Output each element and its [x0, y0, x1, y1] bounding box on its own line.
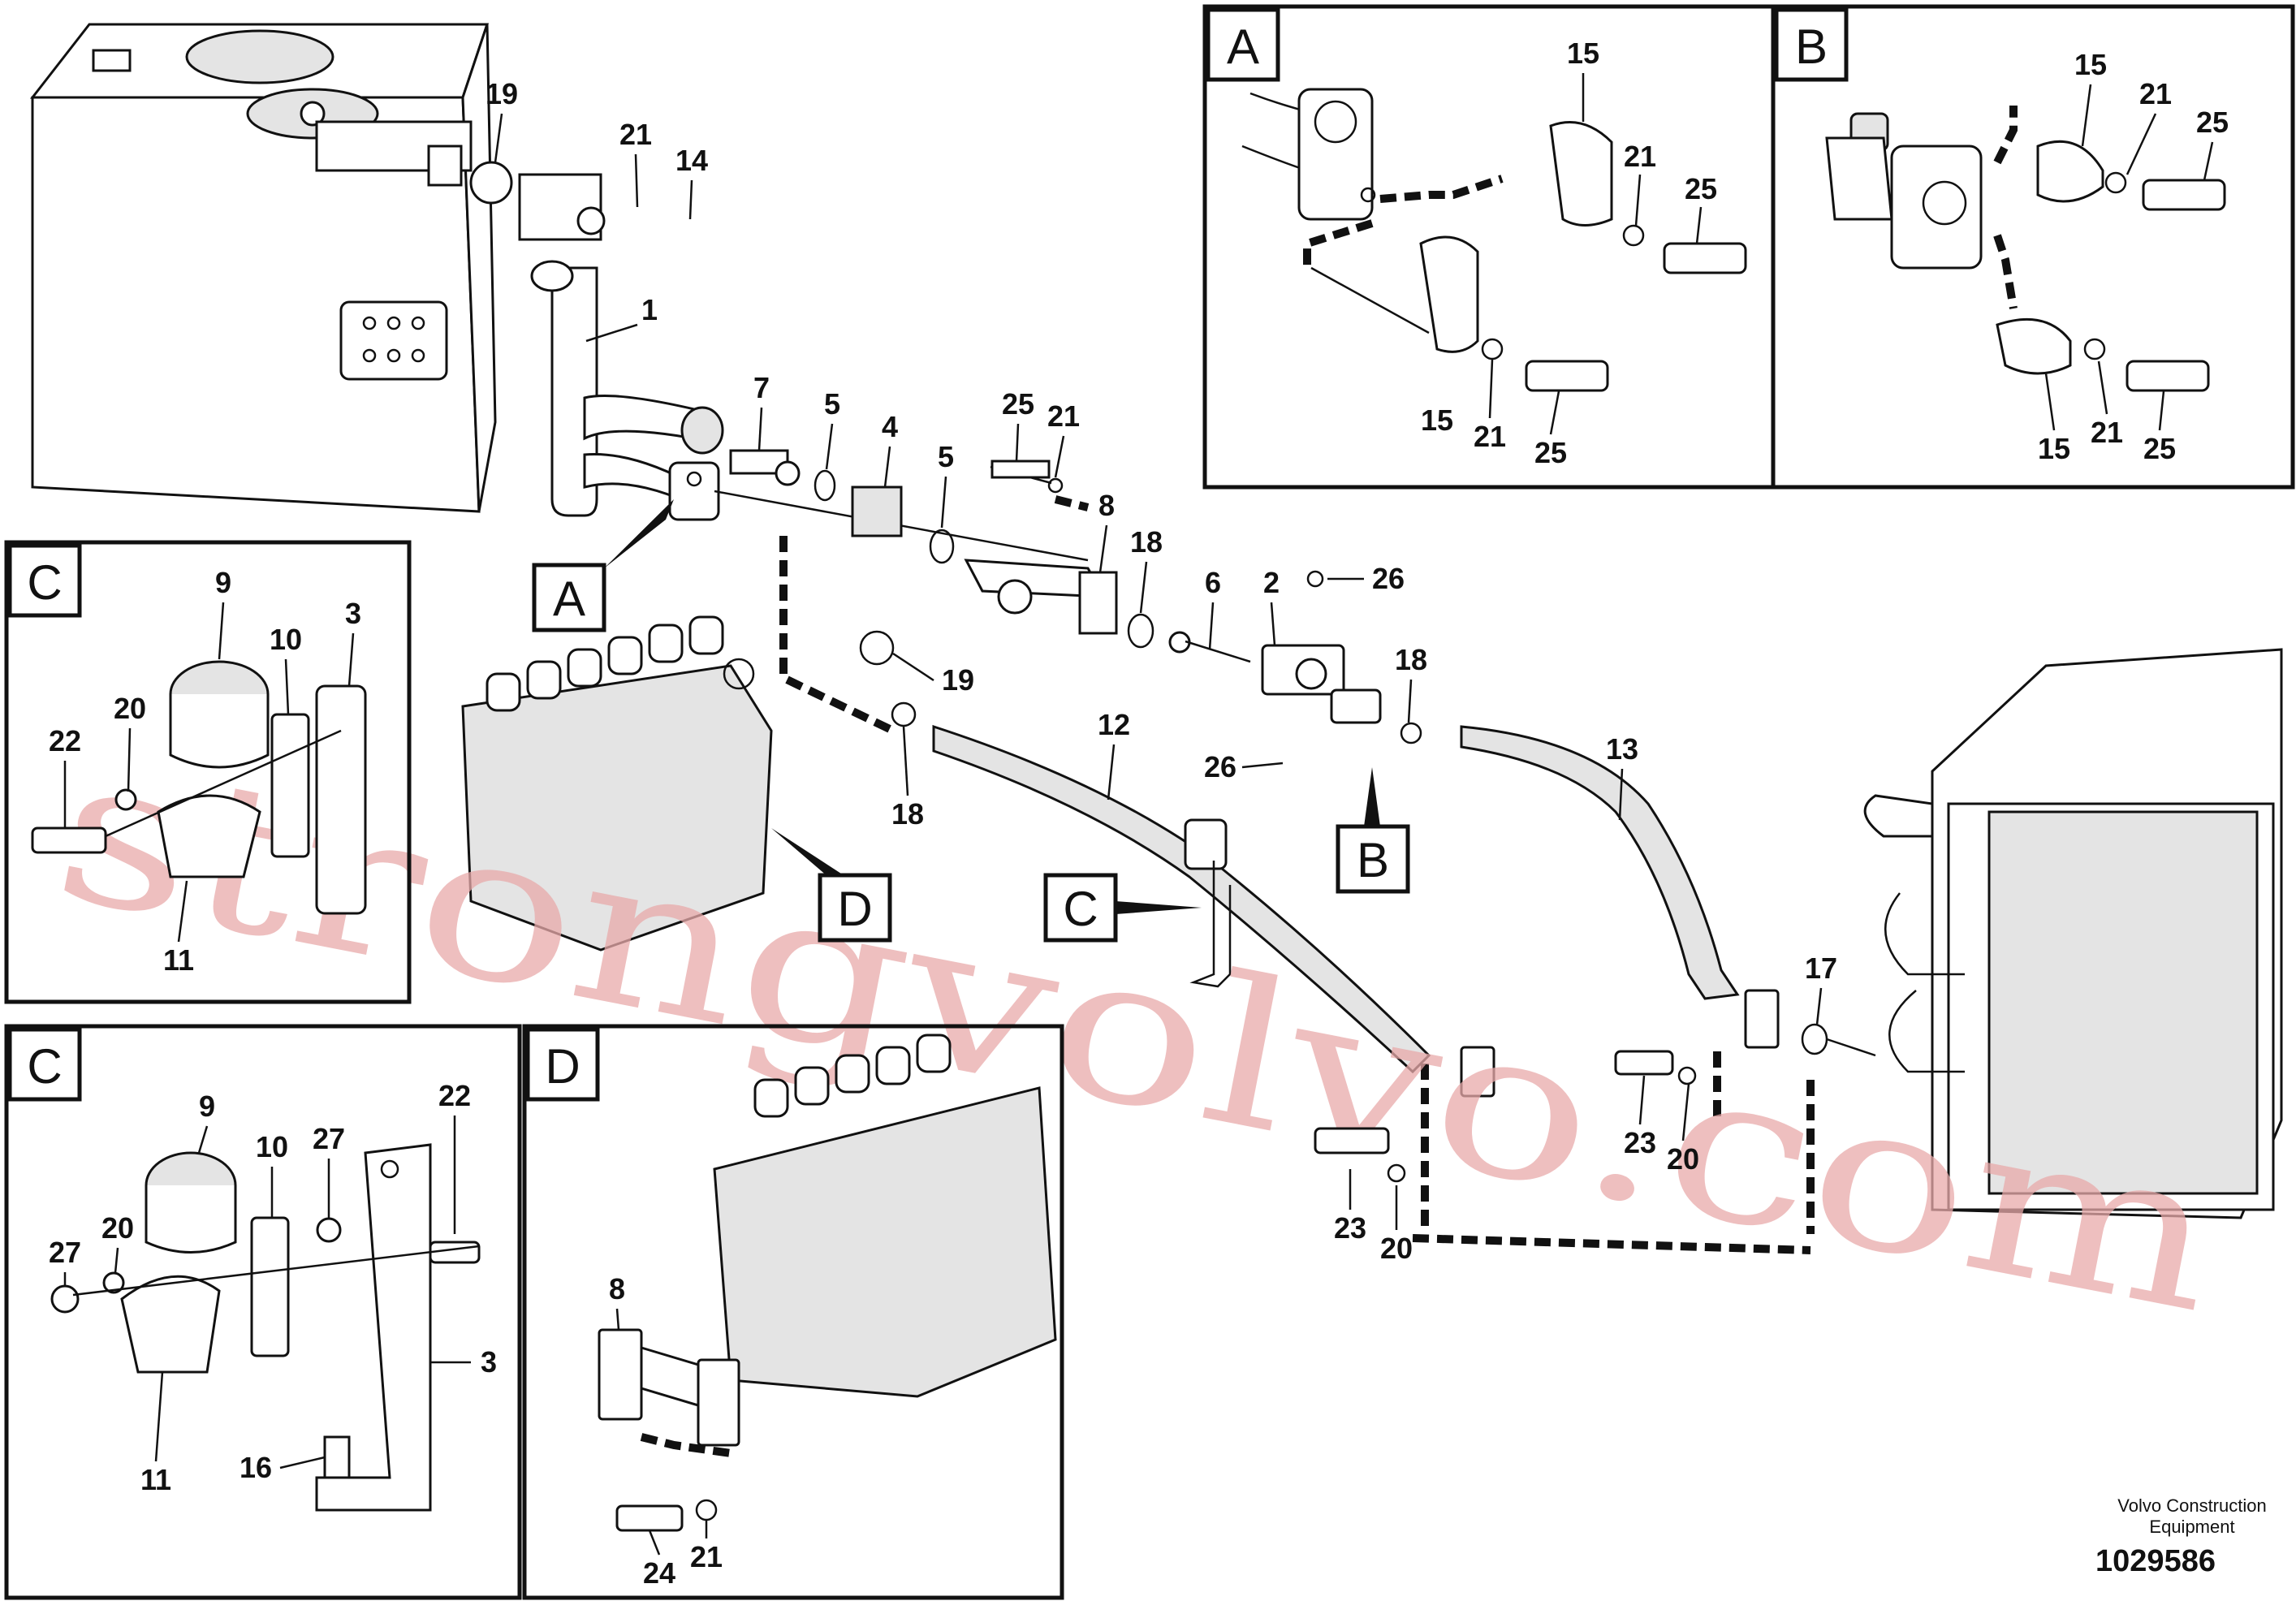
detail-view-C-top: C 9 10 3 22 20 11 [4, 540, 412, 1004]
part-number-label: 26 [1204, 750, 1236, 783]
part-number-label: 21 [2091, 416, 2123, 449]
main-part-labels: 19 21 14 1 7 5 4 5 25 21 8 18 6 2 26 19 … [486, 77, 1837, 1265]
part-number-label: 11 [140, 1463, 171, 1496]
part-number-label: 15 [2038, 432, 2070, 465]
hose-13 [1460, 725, 1876, 1057]
detail-view-D: D 8 24 21 [522, 1024, 1064, 1600]
part-number-label: 15 [1421, 403, 1453, 437]
detail-view-A: A 15 21 25 15 21 25 [1202, 4, 1776, 490]
part-number-label: 10 [256, 1130, 288, 1163]
callout-D: D [771, 828, 892, 943]
part-number-label: 24 [643, 1556, 675, 1590]
part-number-label: 21 [690, 1540, 723, 1573]
connection-dashes [779, 495, 1815, 1254]
part-number-label: 22 [49, 724, 81, 757]
suction-pipe-assembly [469, 161, 724, 521]
part-number-label: 19 [942, 663, 974, 697]
hydraulic-tank [29, 23, 497, 513]
brand-line-2: Equipment [2149, 1517, 2234, 1537]
part-number-label: 25 [1685, 172, 1717, 205]
part-number-label: 25 [2143, 432, 2176, 465]
diagram-number: 1029586 [2095, 1544, 2216, 1578]
part-number-label: 15 [2074, 48, 2107, 81]
callout-letter: B [1357, 833, 1389, 887]
detail-label-A: A [1227, 19, 1259, 74]
footer: Volvo Construction Equipment 1029586 [2095, 1495, 2267, 1578]
hose-12 [932, 724, 1495, 1098]
part-number-label: 4 [882, 410, 898, 443]
part-number-label: 18 [1130, 525, 1163, 559]
part-number-label: 15 [1567, 37, 1599, 70]
part-number-label: 8 [1098, 489, 1115, 522]
part-number-label: 18 [1395, 643, 1427, 676]
part-number-label: 5 [824, 387, 840, 421]
part-number-label: 2 [1263, 566, 1280, 599]
radiator [1863, 648, 2283, 1219]
part-number-label: 21 [619, 118, 652, 151]
part-number-label: 23 [1334, 1211, 1366, 1245]
callout-letter: D [837, 882, 872, 936]
part-number-label: 5 [938, 440, 954, 473]
part-number-label: 19 [486, 77, 518, 110]
part-number-label: 9 [199, 1090, 215, 1123]
callout-letter: A [553, 572, 585, 626]
part-number-label: 21 [1474, 420, 1506, 453]
part-number-label: 22 [438, 1079, 471, 1112]
callout-C: C [1043, 873, 1202, 943]
part-number-label: 12 [1098, 708, 1130, 741]
part-number-label: 20 [1380, 1232, 1413, 1265]
detail-label-C-top: C [27, 555, 62, 610]
part-number-label: 7 [753, 371, 770, 404]
part-number-label: 27 [49, 1236, 81, 1269]
part-number-label: 25 [1002, 387, 1034, 421]
part-number-label: 17 [1805, 952, 1837, 985]
part-number-label: 14 [675, 144, 708, 177]
detail-label-D: D [545, 1039, 580, 1094]
part-number-label: 8 [609, 1272, 625, 1305]
fittings-row [714, 449, 1422, 744]
part-number-label: 1 [641, 293, 658, 326]
part-number-label: 21 [1047, 399, 1080, 433]
control-valve-main [461, 615, 773, 952]
part-number-label: 10 [270, 623, 302, 656]
detail-view-B: B 15 21 25 15 21 25 [1771, 4, 2295, 490]
detail-label-B: B [1795, 19, 1828, 74]
detail-view-C-bottom: C 9 10 27 22 27 20 3 11 16 [4, 1024, 522, 1600]
part-number-label: 20 [101, 1211, 134, 1245]
callout-letter: C [1063, 882, 1098, 936]
callout-B: B [1336, 767, 1410, 894]
part-number-label: 23 [1624, 1126, 1656, 1159]
part-number-label: 11 [163, 943, 194, 977]
part-number-label: 26 [1372, 562, 1405, 595]
detail-label-C-bottom: C [27, 1039, 62, 1094]
part-number-label: 27 [313, 1122, 345, 1155]
part-number-label: 20 [1667, 1142, 1699, 1176]
part-number-label: 21 [1624, 140, 1656, 173]
part-number-label: 9 [215, 566, 231, 599]
part-number-label: 3 [345, 597, 361, 630]
part-number-label: 18 [891, 797, 924, 831]
part-number-label: 20 [114, 692, 146, 725]
part-number-label: 13 [1606, 732, 1638, 766]
part-number-label: 21 [2139, 77, 2172, 110]
part-number-label: 25 [2196, 106, 2229, 139]
callout-A: A [532, 499, 674, 632]
part-number-label: 25 [1534, 436, 1567, 469]
part-number-label: 3 [481, 1345, 497, 1379]
part-number-label: 16 [240, 1451, 272, 1484]
part-number-label: 6 [1205, 566, 1221, 599]
brand-line-1: Volvo Construction [2117, 1495, 2266, 1516]
